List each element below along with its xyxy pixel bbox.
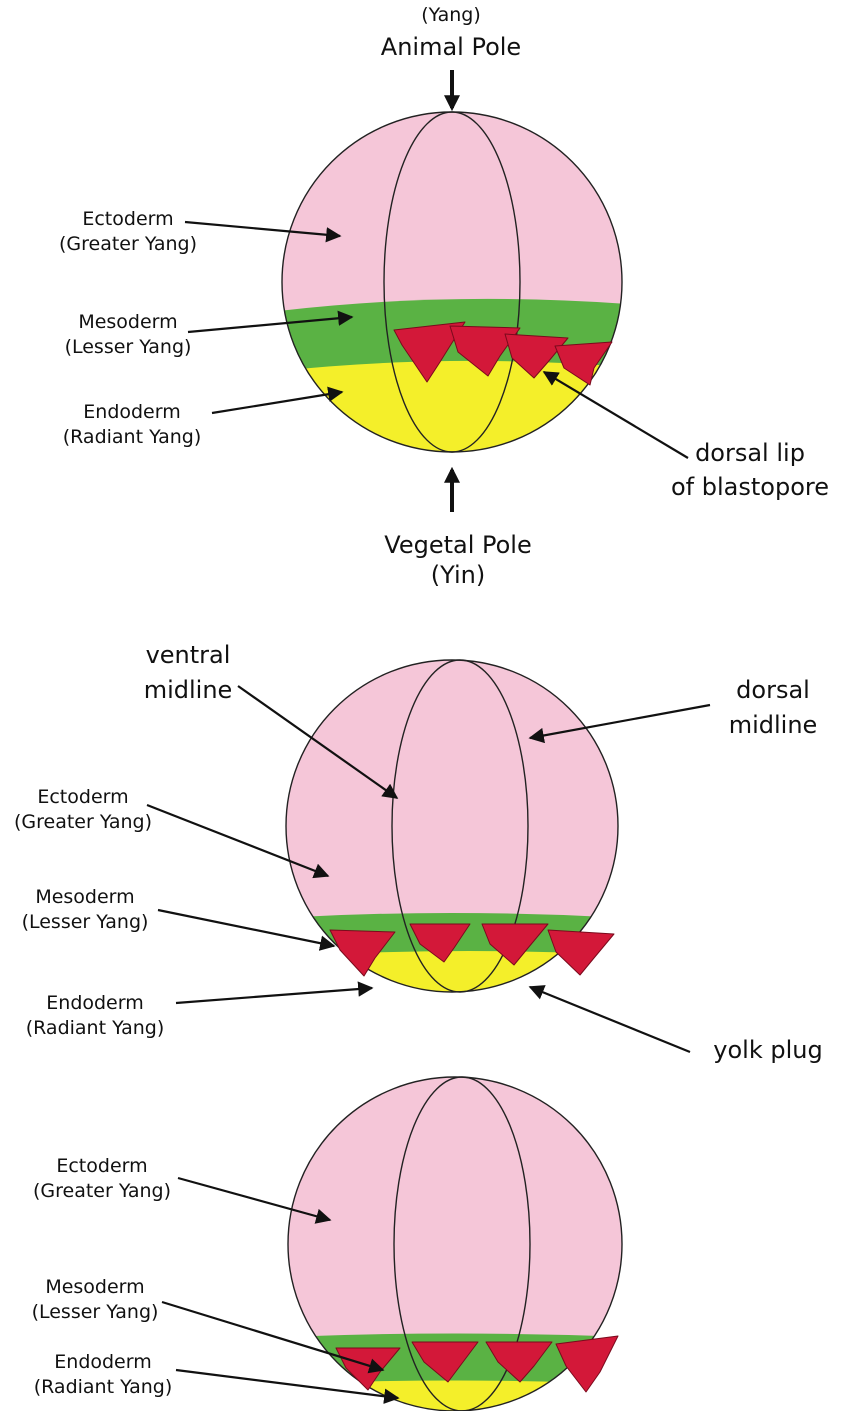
ectoderm-sub-label: (Greater Yang)	[59, 233, 197, 255]
animal-pole-label: Animal Pole	[381, 33, 521, 61]
mesoderm-sub-label: (Lesser Yang)	[65, 336, 192, 358]
ectoderm-sub-label: (Greater Yang)	[33, 1180, 171, 1202]
ventral-midline-label-2: midline	[144, 676, 233, 704]
endoderm-label: Endoderm	[54, 1351, 151, 1373]
endoderm-sub-label: (Radiant Yang)	[26, 1017, 165, 1039]
endoderm-sub-label: (Radiant Yang)	[63, 426, 202, 448]
dorsal-lip-label-2: of blastopore	[671, 473, 829, 501]
yolk-plug-label: yolk plug	[713, 1036, 822, 1064]
embryo-sphere-3	[285, 1075, 630, 1411]
endoderm-leader	[176, 988, 372, 1003]
embryo-sphere-2	[280, 655, 625, 995]
endoderm-sub-label: (Radiant Yang)	[34, 1376, 173, 1398]
embryo-sphere-1	[270, 100, 640, 460]
mesoderm-sub-label: (Lesser Yang)	[22, 911, 149, 933]
vegetal-pole-yin-label: (Yin)	[431, 561, 485, 589]
mesoderm-leader	[158, 910, 334, 946]
yolk-plug-leader	[530, 987, 690, 1052]
endoderm-leader	[212, 392, 342, 413]
mesoderm-label: Mesoderm	[45, 1276, 144, 1298]
ectoderm-label: Ectoderm	[56, 1155, 147, 1177]
ectoderm-label: Ectoderm	[82, 208, 173, 230]
ventral-midline-label: ventral	[146, 641, 231, 669]
involution-arrow-icon	[548, 930, 614, 975]
mesoderm-label: Mesoderm	[35, 886, 134, 908]
panel-2-mid-gastrula: ventral midline dorsal midline Ectoderm …	[14, 641, 823, 1064]
panel-3-late-gastrula: Ectoderm (Greater Yang) Mesoderm (Lesser…	[32, 1075, 630, 1411]
dorsal-lip-leader	[544, 372, 688, 458]
vegetal-pole-label: Vegetal Pole	[384, 531, 531, 559]
animal-pole-yang-label: (Yang)	[421, 4, 481, 26]
ectoderm-sub-label: (Greater Yang)	[14, 811, 152, 833]
endoderm-region	[285, 1381, 630, 1411]
dorsal-lip-label: dorsal lip	[695, 439, 805, 467]
dorsal-midline-label: dorsal	[736, 676, 810, 704]
endoderm-label: Endoderm	[46, 992, 143, 1014]
endoderm-label: Endoderm	[83, 401, 180, 423]
mesoderm-sub-label: (Lesser Yang)	[32, 1301, 159, 1323]
ectoderm-label: Ectoderm	[37, 786, 128, 808]
mesoderm-label: Mesoderm	[78, 311, 177, 333]
involution-arrow-icon	[556, 1336, 618, 1392]
panel-1-early-gastrula: (Yang) Animal Pole Vegetal Pole (Yin) Ec…	[59, 4, 829, 589]
dorsal-midline-label-2: midline	[729, 711, 818, 739]
